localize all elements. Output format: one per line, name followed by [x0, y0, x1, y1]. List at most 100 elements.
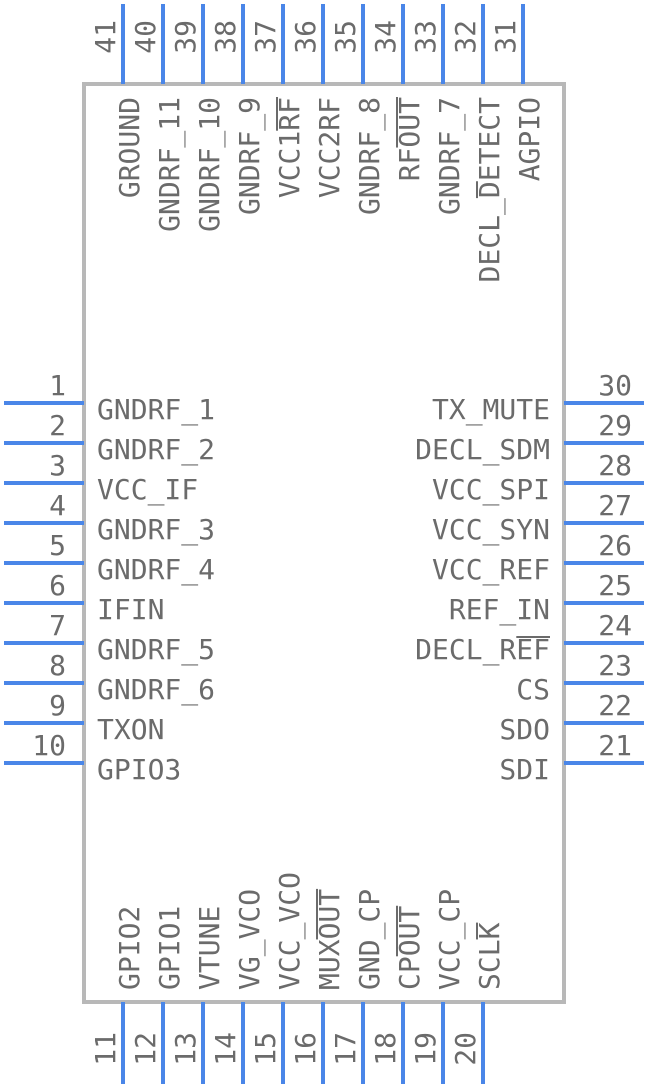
pin-7-label: GNDRF_5: [97, 633, 215, 667]
pin-22-number: 22: [598, 689, 632, 722]
pin-33-label-wrap: GNDRF_7: [433, 97, 467, 215]
pin-31-label: AGPIO: [513, 97, 546, 181]
pin-39-label-wrap: GNDRF_10: [193, 97, 227, 232]
pin-23-number: 23: [598, 649, 632, 682]
pin-18-number-wrap: 18: [369, 1032, 402, 1066]
pin-7-number: 7: [49, 609, 66, 642]
pin-20-label-wrap: SCLK: [473, 922, 506, 990]
pin-18-number: 18: [369, 1032, 402, 1066]
pin-14-number: 14: [209, 1032, 242, 1066]
pin-15-label-wrap: VCC_VCO: [273, 872, 307, 990]
pin-41-number-wrap: 41: [89, 20, 122, 54]
right-pins-group: 21SDI22SDO23CS24DECL_REF25REF_IN26VCC_RE…: [415, 369, 644, 786]
pin-11-number: 11: [89, 1032, 122, 1066]
pin-38-number-wrap: 38: [209, 20, 242, 54]
pin-31-number: 31: [489, 20, 522, 54]
pin-35-number-wrap: 35: [329, 20, 362, 54]
pin-22-label: SDO: [499, 713, 550, 746]
pin-11-label: GPIO2: [113, 906, 146, 990]
pin-12-label-wrap: GPIO1: [153, 906, 186, 990]
pin-30-number: 30: [598, 369, 632, 402]
pin-10-label: GPIO3: [97, 753, 181, 786]
pin-4-label: GNDRF_3: [97, 513, 215, 547]
pin-38-label: GNDRF_9: [233, 97, 267, 215]
pin-16-label-wrap: MUXOUT: [313, 889, 346, 990]
pin-40-number-wrap: 40: [129, 20, 162, 54]
pin-37-number: 37: [249, 20, 282, 54]
pin-2-number: 2: [49, 409, 66, 442]
pin-19-label: VCC_CP: [433, 889, 467, 990]
pin-35-number: 35: [329, 20, 362, 54]
pin-34-label-wrap: RFOUT: [393, 97, 426, 181]
pin-33-label: GNDRF_7: [433, 97, 467, 215]
pin-13-number-wrap: 13: [169, 1032, 202, 1066]
pin-16-label: MUXOUT: [313, 889, 346, 990]
pin-12-label: GPIO1: [153, 906, 186, 990]
pin-28-label: VCC_SPI: [432, 473, 550, 507]
pin-35-label-wrap: GNDRF_8: [353, 97, 387, 215]
pin-29-label: DECL_SDM: [415, 433, 550, 467]
pin-36-label-wrap: VCC2RF: [313, 97, 346, 198]
pin-13-number: 13: [169, 1032, 202, 1066]
pin-39-number-wrap: 39: [169, 20, 202, 54]
pin-5-label: GNDRF_4: [97, 553, 215, 587]
pin-1-number: 1: [49, 369, 66, 402]
pin-16-number-wrap: 16: [289, 1032, 322, 1066]
pin-32-label-wrap: DECL_DETECT: [473, 97, 507, 283]
pin-9-number: 9: [49, 689, 66, 722]
pin-14-label-wrap: VG_VCO: [233, 889, 267, 990]
pin-39-number: 39: [169, 20, 202, 54]
pin-26-number: 26: [598, 529, 632, 562]
pin-8-label: GNDRF_6: [97, 673, 215, 707]
pin-40-label-wrap: GNDRF_11: [153, 97, 187, 232]
pin-20-number: 20: [449, 1032, 482, 1066]
pin-23-label: CS: [516, 673, 550, 706]
pin-37-number-wrap: 37: [249, 20, 282, 54]
pin-5-number: 5: [49, 529, 66, 562]
pin-6-number: 6: [49, 569, 66, 602]
pin-26-label: VCC_REF: [432, 553, 550, 587]
pin-32-label: DECL_DETECT: [473, 97, 507, 283]
pin-9-label: TXON: [97, 713, 164, 746]
pin-40-label: GNDRF_11: [153, 97, 187, 232]
pin-41-label: GROUND: [113, 97, 146, 198]
pin-10-number: 10: [32, 729, 66, 762]
pin-3-number: 3: [49, 449, 66, 482]
pin-12-number-wrap: 12: [129, 1032, 162, 1066]
left-pins-group: 1GNDRF_12GNDRF_23VCC_IF4GNDRF_35GNDRF_46…: [4, 369, 215, 786]
pin-13-label: VTUNE: [193, 906, 226, 990]
pin-38-number: 38: [209, 20, 242, 54]
pin-6-label: IFIN: [97, 593, 164, 626]
pin-33-number: 33: [409, 20, 442, 54]
pin-17-label-wrap: GND_CP: [353, 889, 387, 990]
pin-17-number: 17: [329, 1032, 362, 1066]
pin-39-label: GNDRF_10: [193, 97, 227, 232]
pin-34-label: RFOUT: [393, 97, 426, 181]
pin-17-number-wrap: 17: [329, 1032, 362, 1066]
pin-19-number-wrap: 19: [409, 1032, 442, 1066]
pin-27-label: VCC_SYN: [432, 513, 550, 547]
chip-body: [82, 82, 566, 1004]
pin-40-number: 40: [129, 20, 162, 54]
pin-14-label: VG_VCO: [233, 889, 267, 990]
pin-32-number: 32: [449, 20, 482, 54]
pin-18-label: CPOUT: [393, 906, 426, 990]
pin-12-number: 12: [129, 1032, 162, 1066]
pin-2-label: GNDRF_2: [97, 433, 215, 467]
pin-25-label: REF_IN: [449, 593, 550, 627]
pin-34-number-wrap: 34: [369, 20, 402, 54]
pin-30-label: TX_MUTE: [432, 393, 550, 427]
pin-20-label: SCLK: [473, 922, 506, 990]
pin-17-label: GND_CP: [353, 889, 387, 990]
pin-8-number: 8: [49, 649, 66, 682]
pin-37-label: VCC1RF: [273, 97, 306, 198]
pin-16-number: 16: [289, 1032, 322, 1066]
pin-4-number: 4: [49, 489, 66, 522]
pin-15-number-wrap: 15: [249, 1032, 282, 1066]
pin-19-number: 19: [409, 1032, 442, 1066]
pin-25-number: 25: [598, 569, 632, 602]
pin-38-label-wrap: GNDRF_9: [233, 97, 267, 215]
pin-11-label-wrap: GPIO2: [113, 906, 146, 990]
